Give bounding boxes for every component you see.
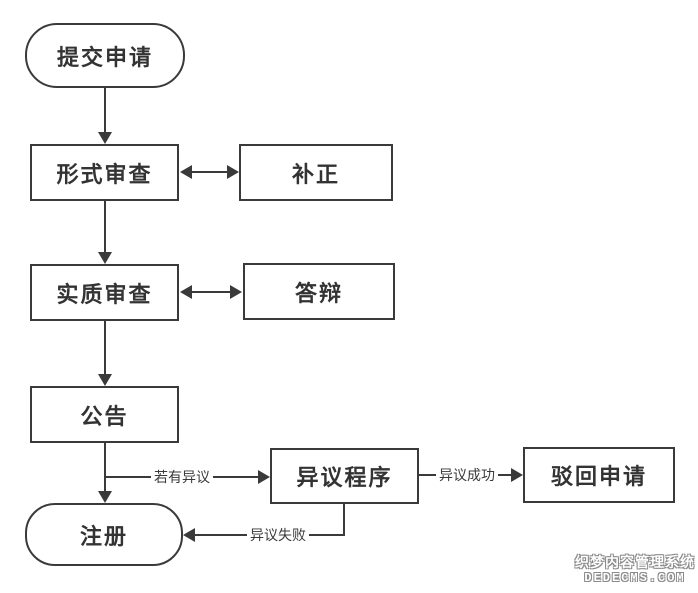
edge-line xyxy=(192,291,231,293)
arrowhead-right xyxy=(511,468,523,482)
node-substantive-examination: 实质审查 xyxy=(30,264,179,321)
arrowhead-left xyxy=(183,528,195,542)
arrowhead-down xyxy=(98,252,112,264)
node-reply: 答辩 xyxy=(243,263,395,320)
node-submit-application-label: 提交申请 xyxy=(56,44,153,70)
arrowhead-right xyxy=(258,470,270,484)
node-reject-application: 驳回申请 xyxy=(523,447,675,503)
edge-line xyxy=(104,201,106,252)
node-registration-label: 注册 xyxy=(79,523,128,549)
edge-line xyxy=(104,88,106,133)
arrowhead-right xyxy=(227,165,239,179)
node-opposition-procedure: 异议程序 xyxy=(270,448,419,504)
node-reply-label: 答辩 xyxy=(294,280,343,306)
arrowhead-left xyxy=(180,165,192,179)
node-opposition-procedure-label: 异议程序 xyxy=(296,465,393,490)
node-submit-application: 提交申请 xyxy=(25,23,185,88)
arrowhead-down xyxy=(98,132,112,144)
watermark-cms-name: 织梦内容管理系统 xyxy=(575,554,695,570)
watermark-cms-domain: DEDECMS.COM xyxy=(584,571,686,585)
node-announcement: 公告 xyxy=(30,386,179,443)
node-announcement-label: 公告 xyxy=(80,403,129,429)
node-registration: 注册 xyxy=(25,503,183,566)
edge-line xyxy=(104,443,106,491)
edge-line xyxy=(192,171,228,173)
node-formal-examination: 形式审查 xyxy=(30,144,179,201)
node-substantive-examination-label: 实质审查 xyxy=(56,281,153,307)
watermark: 织梦内容管理系统 DEDECMS.COM xyxy=(575,554,695,586)
node-correction: 补正 xyxy=(239,144,393,201)
edge-line xyxy=(104,321,106,374)
arrowhead-down xyxy=(98,374,112,386)
edge-label-opposition-success: 异议成功 xyxy=(436,466,498,484)
arrowhead-down xyxy=(98,491,112,503)
edge-label-opposition-failure: 异议失败 xyxy=(247,526,309,544)
node-formal-examination-label: 形式审查 xyxy=(56,161,153,187)
edge-label-if-opposition: 若有异议 xyxy=(151,468,213,486)
edge-line xyxy=(343,504,345,536)
node-reject-application-label: 驳回申请 xyxy=(550,464,647,489)
arrowhead-right xyxy=(230,285,242,299)
node-correction-label: 补正 xyxy=(291,161,340,187)
arrowhead-left xyxy=(180,285,192,299)
